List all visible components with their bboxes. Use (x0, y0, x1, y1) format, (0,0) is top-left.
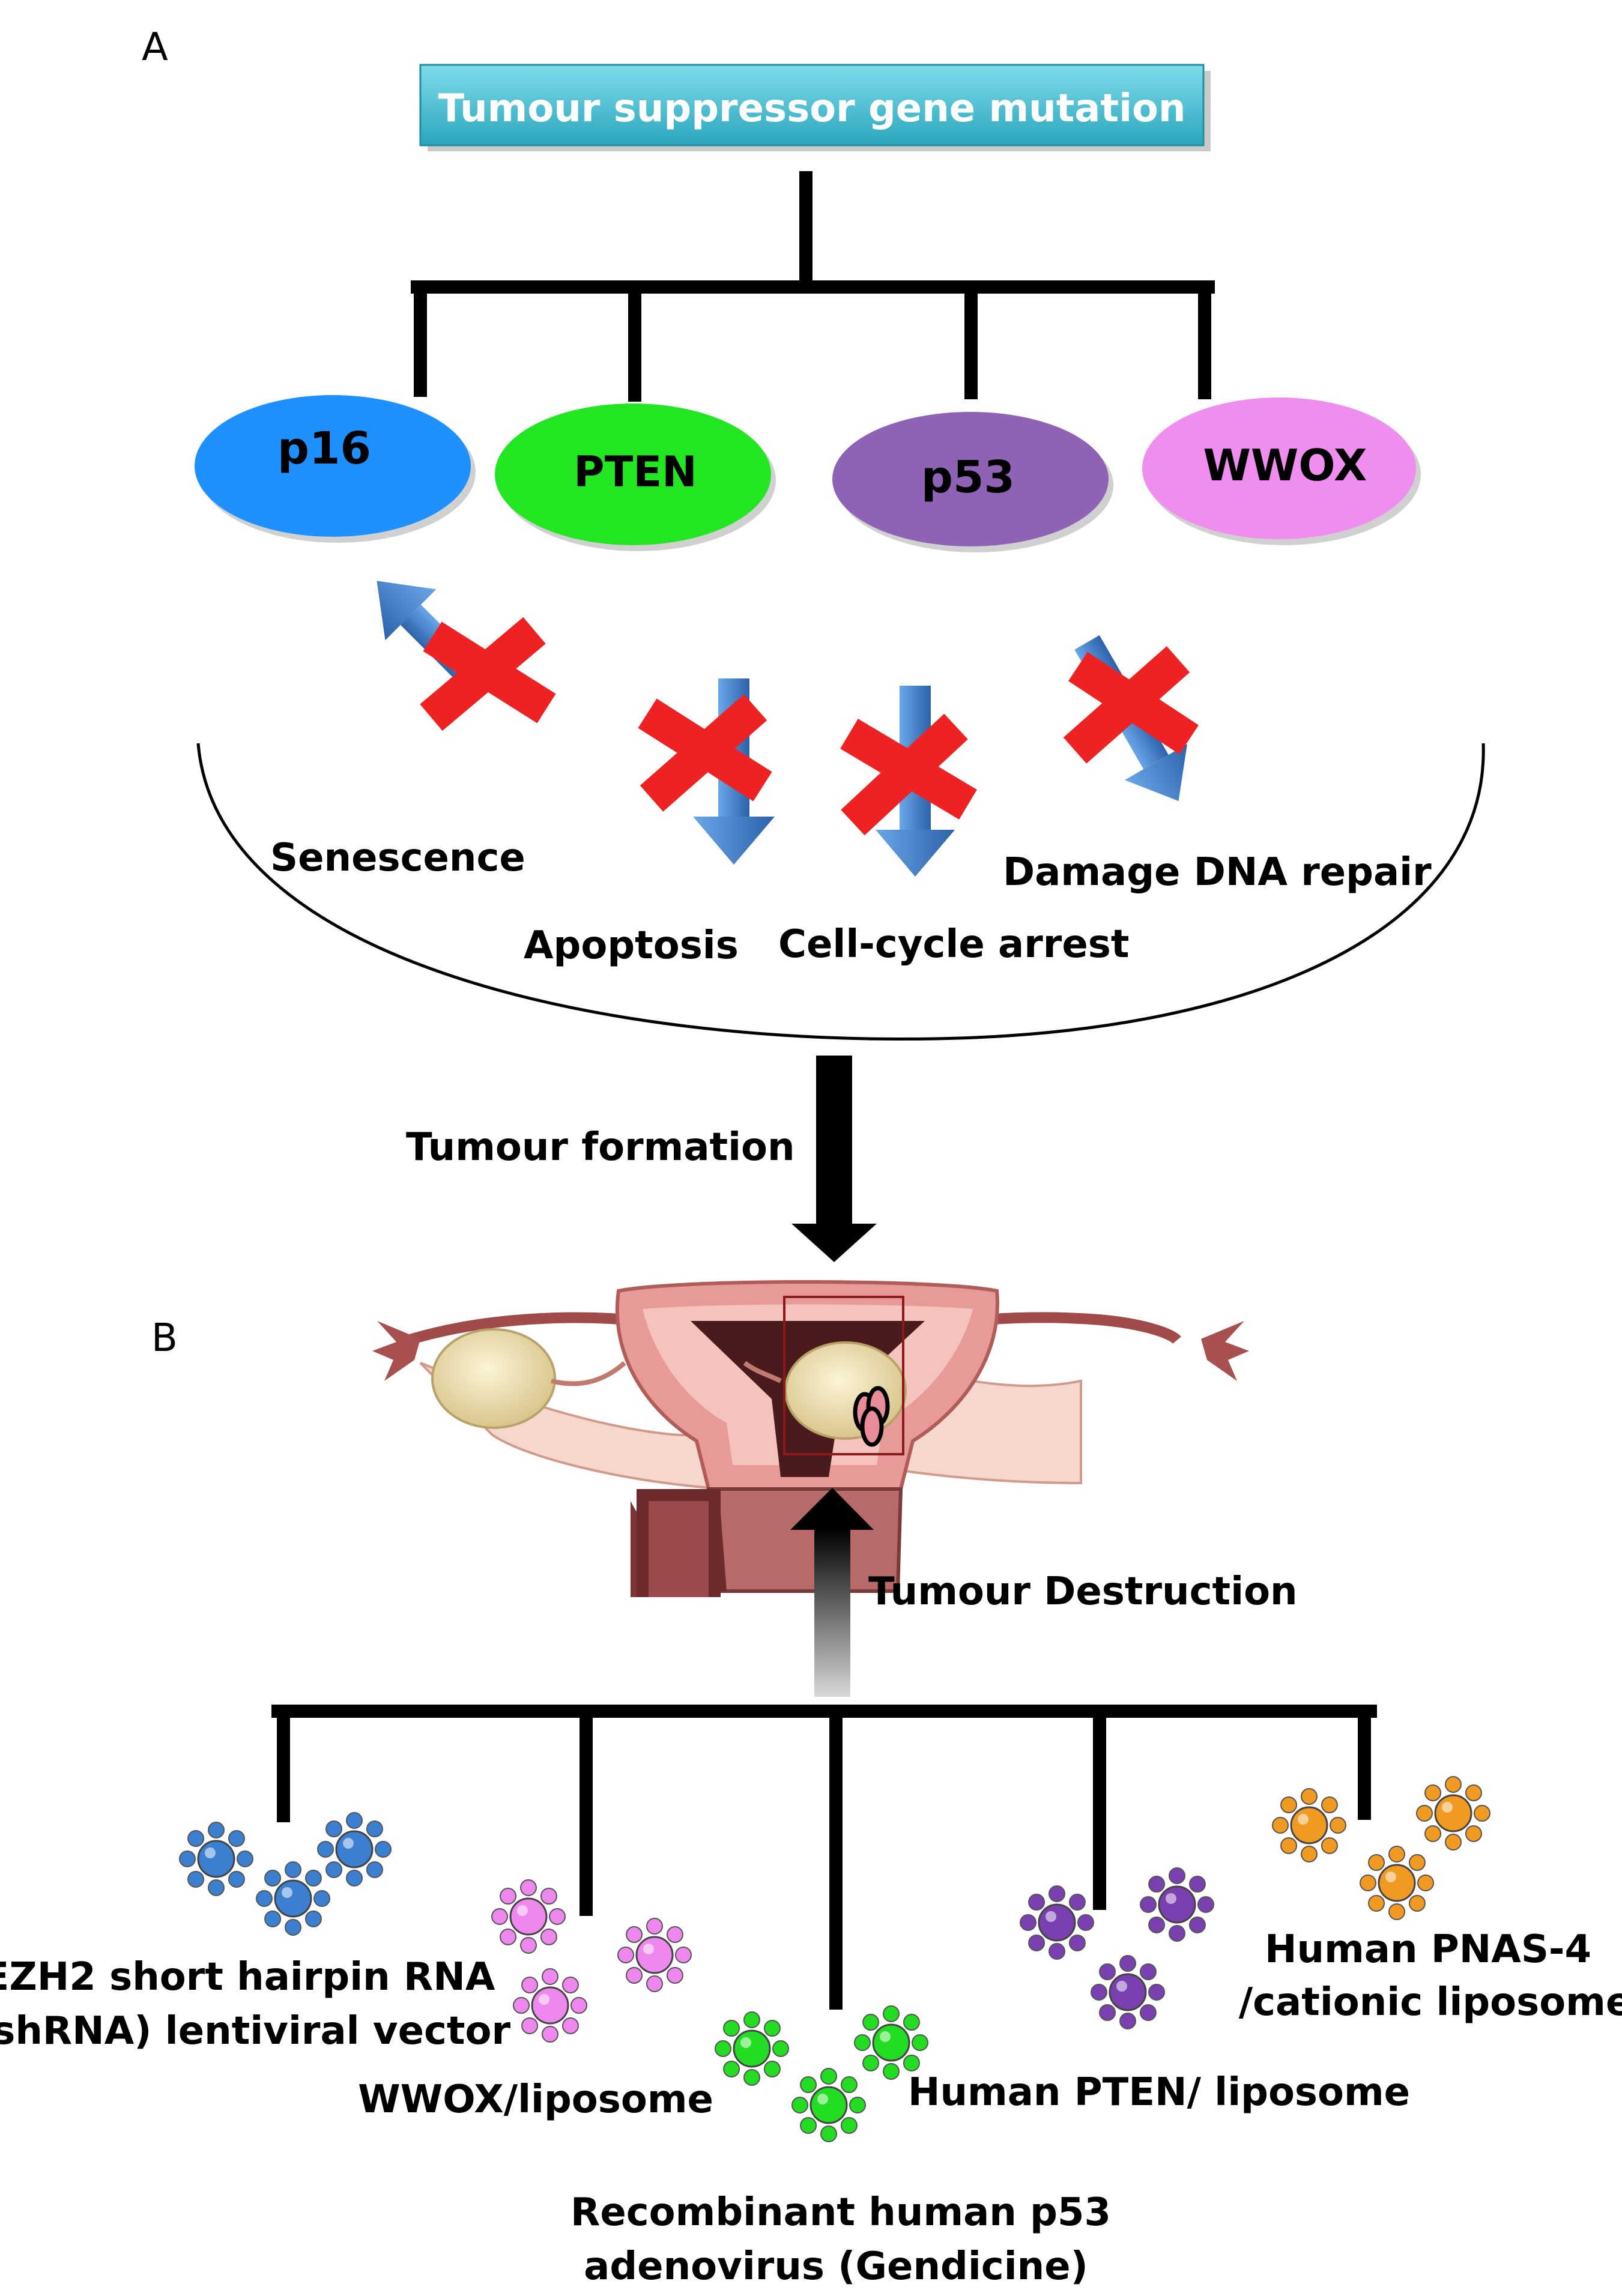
red-x-icon (1063, 646, 1199, 764)
gene-wwox: WWOX (1142, 397, 1421, 545)
particle-icon (1140, 1867, 1214, 1942)
particle-icon (854, 2005, 928, 2080)
particle-icon (491, 1879, 566, 1954)
therapy-p53-line2: adenovirus (Gendicine) (584, 2244, 1088, 2289)
gene-pten-label: PTEN (573, 447, 697, 497)
gene-p53-label: p53 (921, 452, 1015, 503)
tumour-formation-label: Tumour formation (406, 1125, 795, 1170)
tumour-cells-icon (853, 1386, 890, 1447)
therapy-ezh2-line2: (shRNA) lentiviral vector (0, 2009, 510, 2053)
tumour-highlight-box (783, 1296, 904, 1455)
function-cell-cycle-arrest: Cell-cycle arrest (778, 922, 1129, 967)
blocked-arrow-cell-cycle (840, 686, 977, 877)
particle-icon (179, 1822, 253, 1896)
particle-icon (1091, 1955, 1165, 2029)
top-box: Tumour suppressor gene mutation (419, 64, 1211, 151)
functions-bowl (196, 743, 1485, 1041)
panel-label-a: A (142, 25, 168, 70)
particle-icon (715, 2011, 789, 2086)
gene-pten: PTEN (495, 403, 776, 551)
particle-icon (317, 1812, 392, 1887)
gene-wwox-label: WWOX (1203, 440, 1367, 491)
particles-pnas4 (1272, 1776, 1490, 1920)
tumour-destruction-arrow (790, 1488, 874, 1697)
gene-p16-label: p16 (277, 423, 371, 474)
function-apoptosis: Apoptosis (524, 923, 739, 968)
particle-icon (256, 1861, 330, 1936)
red-x-icon (638, 694, 772, 812)
gene-p53: p53 (832, 412, 1113, 552)
gene-p16: p16 (195, 395, 476, 543)
particle-icon (617, 1918, 692, 1992)
particle-icon (1272, 1788, 1346, 1862)
particle-icon (1416, 1776, 1490, 1850)
panel-label-b: B (151, 1316, 178, 1361)
uterus-illustration (372, 1280, 1249, 1597)
particle-icon (791, 2068, 866, 2142)
red-x-icon (420, 617, 556, 731)
blocked-arrow-dna-repair (1063, 635, 1199, 802)
therapy-pnas4-line1: Human PNAS-4 (1265, 1927, 1591, 1972)
particle-icon (1360, 1846, 1434, 1920)
function-damage-dna-repair: Damage DNA repair (1003, 850, 1432, 895)
red-x-icon (840, 713, 977, 836)
therapy-pnas4-line2: /cationic liposome (1239, 1980, 1622, 2025)
therapy-pten: Human PTEN/ liposome (908, 2070, 1410, 2115)
particles-ezh2 (179, 1812, 392, 1936)
therapy-p53-line1: Recombinant human p53 (570, 2190, 1111, 2235)
particles-wwox (491, 1879, 692, 2043)
particle-icon (1020, 1885, 1094, 1960)
top-box-label: Tumour suppressor gene mutation (438, 86, 1185, 131)
function-senescence: Senescence (270, 836, 525, 880)
therapy-ezh2-line1: EZH2 short hairpin RNA (0, 1955, 495, 1999)
particle-icon (513, 1968, 587, 2043)
tumour-formation-arrow (791, 1056, 877, 1262)
tumour-destruction-label: Tumour Destruction (868, 1569, 1298, 1614)
blocked-arrow-apoptosis (638, 678, 775, 865)
therapy-tree-lines (271, 1705, 1377, 2010)
therapy-wwox: WWOX/liposome (358, 2077, 713, 2122)
particles-p53 (715, 2005, 928, 2142)
gene-tree-lines (411, 171, 1215, 402)
particles-pten (1020, 1867, 1214, 2029)
blocked-arrow-senescence (377, 581, 556, 731)
